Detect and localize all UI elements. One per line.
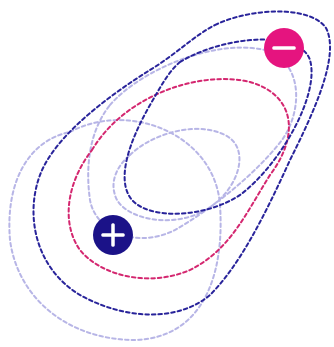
positive-charge	[93, 215, 133, 255]
negative-charge	[264, 28, 304, 68]
upper-lavender-contour	[88, 48, 296, 238]
